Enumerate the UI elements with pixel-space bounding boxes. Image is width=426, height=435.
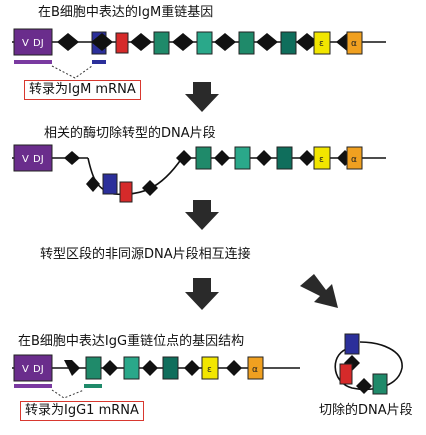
- switch-region-epsilon-2: [299, 150, 315, 166]
- alpha-label-4: α: [252, 365, 258, 375]
- loop-switch-left: [86, 176, 100, 192]
- epsilon-label-4: ε: [207, 365, 212, 375]
- vdj-segment: [13, 28, 53, 56]
- circle-delta-segment: [339, 363, 353, 385]
- down-arrow-1: [185, 82, 219, 112]
- alpha-segment-4: [247, 356, 264, 380]
- alpha-segment-2: [346, 146, 363, 170]
- alpha-label-2: α: [351, 155, 357, 165]
- switch-region-g2a-2: [256, 150, 272, 166]
- loop-delta-segment: [119, 181, 133, 203]
- epsilon-segment-2: [313, 146, 331, 170]
- epsilon-segment: [313, 31, 331, 55]
- delta-segment: [115, 32, 129, 54]
- epsilon-label: ε: [319, 39, 324, 49]
- gamma2b-segment-4: [123, 356, 140, 380]
- switch-region-alpha-4: [226, 360, 242, 376]
- switch-region-g1: [172, 33, 194, 51]
- gamma1-segment-2: [195, 146, 212, 170]
- row2-locus: V DJ ε α: [12, 144, 386, 203]
- gamma2a-segment: [280, 31, 297, 55]
- row4-locus: V DJ ε α: [12, 354, 300, 382]
- mrna-bar-vdj-2: [14, 384, 52, 388]
- gamma2b-segment-2: [234, 146, 251, 170]
- epsilon-label-2: ε: [319, 155, 324, 165]
- switch-region-g1-2: [176, 150, 192, 166]
- excised-caption: 切除的DNA片段: [319, 403, 413, 418]
- mrna-bar-mu: [92, 60, 106, 64]
- switch-region-g2b-4: [102, 360, 118, 376]
- gamma2a-segment-2: [276, 146, 293, 170]
- vdj-v-label: V: [22, 38, 29, 49]
- excision-loop: [87, 157, 183, 196]
- excised-circle: [334, 333, 403, 395]
- vdj-v-label-4: V: [22, 364, 29, 375]
- vdj-segment-4: [13, 354, 53, 382]
- switch-region-epsilon-4: [184, 360, 200, 376]
- down-arrow-3: [185, 278, 219, 310]
- vdj-dj-label-2: DJ: [33, 154, 44, 165]
- gamma3-segment: [153, 31, 170, 55]
- vdj-segment-2: [13, 144, 53, 172]
- switch-region-mu-2: [64, 151, 80, 165]
- mrna-bar-vdj: [14, 60, 52, 64]
- vdj-v-label-2: V: [22, 154, 29, 165]
- transcript2-box: 转录为IgG1 mRNA: [20, 401, 144, 421]
- gamma1-segment: [196, 31, 213, 55]
- gamma2a-segment-4: [162, 356, 179, 380]
- gamma1-segment-4: [85, 356, 102, 380]
- circle-gamma-segment: [372, 373, 388, 395]
- step2-caption: 相关的酶切除转型的DNA片段: [44, 126, 216, 141]
- splice-line-2: [51, 389, 85, 399]
- splice-line-1: [51, 65, 93, 79]
- switch-region-g2a: [256, 33, 278, 51]
- vdj-dj-label: DJ: [33, 38, 44, 49]
- epsilon-segment-4: [201, 356, 219, 380]
- diagonal-arrow: [300, 274, 338, 308]
- down-arrow-2: [185, 200, 219, 230]
- loop-switch-right: [142, 180, 158, 196]
- step1-caption: 在B细胞中表达的IgM重链基因: [38, 5, 214, 20]
- alpha-segment: [346, 31, 363, 55]
- switch-region-delta: [91, 33, 113, 51]
- step4-caption: 在B细胞中表达IgG重链位点的基因结构: [18, 334, 245, 349]
- step3-caption: 转型区段的非同源DNA片段相互连接: [40, 247, 251, 262]
- circle-switch-2: [356, 378, 372, 394]
- switch-region-joined: [64, 360, 80, 376]
- vdj-dj-label-4: DJ: [33, 364, 44, 375]
- gamma2b-segment: [238, 31, 255, 55]
- circle-mu-segment: [344, 333, 360, 355]
- transcript1-box: 转录为IgM mRNA: [24, 80, 141, 100]
- loop-mu-segment: [102, 173, 118, 195]
- switch-region-g3: [130, 33, 152, 51]
- switch-region-g2b-2: [214, 150, 230, 166]
- row1-locus: V DJ ε α: [12, 28, 386, 56]
- switch-region-epsilon: [296, 33, 318, 51]
- switch-region-g2a-4: [142, 360, 158, 376]
- mrna-bar-g1: [84, 384, 102, 388]
- alpha-label: α: [351, 39, 357, 49]
- switch-region-g2b: [214, 33, 236, 51]
- switch-region-mu: [57, 33, 79, 51]
